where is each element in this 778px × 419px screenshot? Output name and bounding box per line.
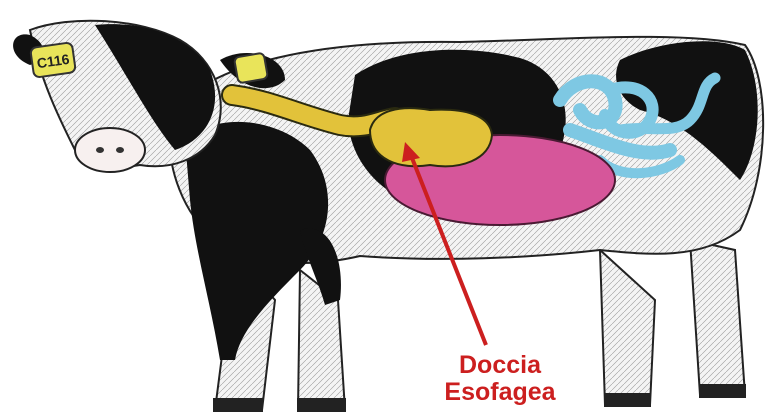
callout-line-1: Doccia <box>420 352 580 379</box>
callout-label: Doccia Esofagea <box>420 352 580 406</box>
ear-tag-right <box>234 53 268 84</box>
callout-line-2: Esofagea <box>420 379 580 406</box>
ear-tag-left: C116 <box>30 42 76 78</box>
cow-body <box>13 21 763 412</box>
